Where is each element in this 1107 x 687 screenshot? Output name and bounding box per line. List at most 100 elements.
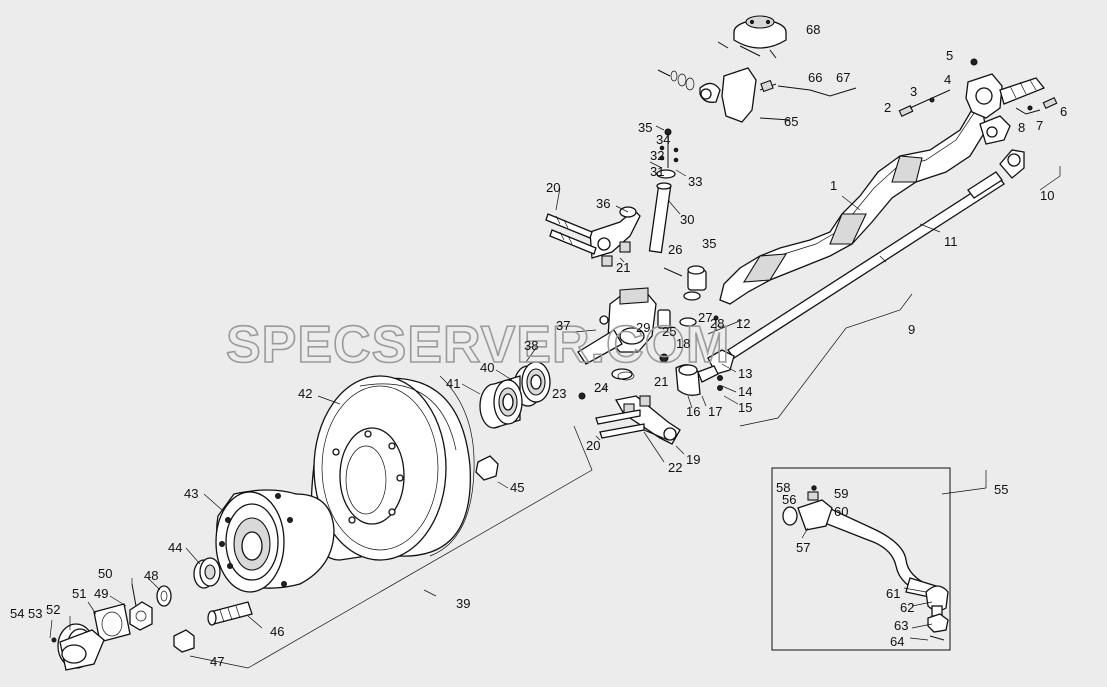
label-28: 28 [710,316,724,331]
label-52: 52 [46,602,60,617]
leader-lines [49,125,1061,669]
part-52-hub-cap [51,623,105,671]
label-7: 7 [1036,118,1043,133]
label-66: 66 [808,70,822,85]
label-20-lower: 20 [586,438,600,453]
label-30: 30 [680,212,694,227]
label-41: 41 [446,376,460,391]
label-32: 32 [650,148,664,163]
label-21-upper: 21 [616,260,630,275]
part-51-gasket [93,603,131,643]
label-25: 25 [662,324,676,339]
label-43: 43 [184,486,198,501]
label-44: 44 [168,540,182,555]
label-36: 36 [596,196,610,211]
label-67: 67 [836,70,850,85]
part-48-washer [156,585,172,607]
part-62-ball-stud [925,585,949,641]
label-26: 26 [668,242,682,257]
label-1: 1 [830,178,837,193]
label-60: 60 [834,504,848,519]
small-fasteners-right [898,58,1058,117]
label-4: 4 [944,72,951,87]
part-41-bearing-outer [479,375,523,429]
label-2: 2 [884,100,891,115]
label-47: 47 [210,654,224,669]
part-26-29-pins [657,265,719,330]
part-11-tie-rod [727,171,1005,359]
label-68: 68 [806,22,820,37]
label-33: 33 [688,174,702,189]
label-63: 63 [894,618,908,633]
label-42: 42 [298,386,312,401]
label-9: 9 [908,322,915,337]
label-35-mid: 35 [702,236,716,251]
label-8: 8 [1018,120,1025,135]
label-53: 53 [28,606,42,621]
label-48: 48 [144,568,158,583]
label-49: 49 [94,586,108,601]
label-17: 17 [708,404,722,419]
part-44-bearing [193,557,221,589]
label-34: 34 [656,132,670,147]
part-8-steering-arm [979,115,1011,145]
label-40: 40 [480,360,494,375]
part-42-brake-drum [310,375,475,561]
part-65-bracket [657,67,777,123]
label-61: 61 [886,586,900,601]
part-10-tie-rod-end [999,149,1025,179]
part-40-bearing-inner [513,361,551,407]
part-68-brake-chamber [717,15,787,59]
label-55: 55 [994,482,1008,497]
label-54: 54 [10,606,24,621]
part-46-wheel-stud [207,601,253,626]
label-45: 45 [510,480,524,495]
part-16-ball-joint [675,364,719,396]
part-47-wheel-nut [173,629,195,653]
part-20-studs-upper [545,213,597,255]
leader-65 [759,117,791,121]
label-18: 18 [676,336,690,351]
label-3: 3 [910,84,917,99]
label-51: 51 [72,586,86,601]
label-11: 11 [944,234,958,249]
label-22: 22 [668,460,682,475]
label-19: 19 [686,452,700,467]
leader-66-67 [777,85,857,97]
label-64: 64 [890,634,904,649]
part-37-steering-knuckle [577,287,657,380]
label-13: 13 [738,366,752,381]
label-62: 62 [900,600,914,615]
inset-55-frame [771,467,951,651]
label-24: 24 [594,380,608,395]
label-21-lower: 21 [654,374,668,389]
part-4-knuckle-right [965,73,1046,119]
label-37: 37 [556,318,570,333]
part-1-axle-beam [719,94,987,305]
label-5: 5 [946,48,953,63]
label-20-upper: 20 [546,180,560,195]
part-56-60-clamp [782,485,833,531]
part-43-wheel-hub [215,489,335,593]
label-46: 46 [270,624,284,639]
watermark: SPECSERVER.COM [226,316,730,374]
part-49-nut [129,583,153,631]
label-50: 50 [98,566,112,581]
label-35-top: 35 [638,120,652,135]
part-45-nut [475,455,499,481]
label-6: 6 [1060,104,1067,119]
callout-labels: 1 2 3 4 5 6 7 8 9 10 11 12 13 14 15 16 1… [10,22,1067,669]
label-31: 31 [650,164,664,179]
label-15: 15 [738,400,752,415]
label-57: 57 [796,540,810,555]
label-16: 16 [686,404,700,419]
label-58: 58 [776,480,790,495]
part-19-lower-arm [578,353,681,445]
label-38: 38 [524,338,538,353]
label-59: 59 [834,486,848,501]
label-14: 14 [738,384,752,399]
label-12: 12 [736,316,750,331]
label-56: 56 [782,492,796,507]
label-23: 23 [552,386,566,401]
